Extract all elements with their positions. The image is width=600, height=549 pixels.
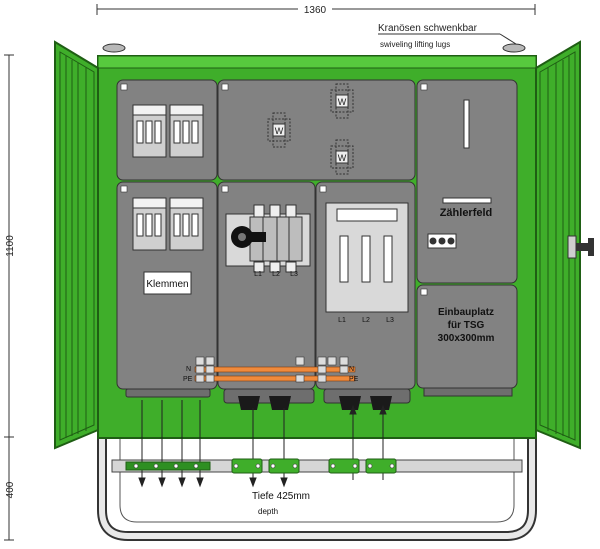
lifting-lugs-de: Kranösen schwenkbar — [378, 23, 478, 34]
lifting-lug-right — [502, 43, 526, 53]
cable-glands — [125, 388, 411, 410]
door-handle[interactable] — [567, 235, 594, 259]
meter-field — [427, 99, 492, 249]
w-mark-label: W — [275, 126, 284, 136]
height-label: 1100 — [5, 235, 16, 257]
busbars — [194, 356, 356, 383]
switch-phase-label: L2 — [272, 271, 280, 278]
busbar-n-label: N — [186, 366, 191, 373]
load-switch — [225, 204, 311, 273]
tsg-label-line3: 300x300mm — [438, 333, 495, 344]
width-dimension: 1360 — [96, 3, 536, 16]
terminals-label: Klemmen — [146, 279, 188, 290]
tsg-label-line2: für TSG — [448, 320, 485, 331]
meter-field-label: Zählerfeld — [440, 207, 493, 219]
base-rail — [125, 458, 397, 474]
terminals-label-box: Klemmen — [143, 271, 192, 295]
panel-tag — [221, 185, 229, 193]
height-dimension: 1100 400 — [4, 54, 16, 541]
depth-label-de: Tiefe 425mm — [252, 491, 310, 502]
panel-tag — [120, 185, 128, 193]
panel-tag — [120, 83, 128, 91]
tsg-label-line1: Einbauplatz — [438, 307, 494, 318]
panel-tag — [420, 288, 428, 296]
w-mark-label: W — [338, 153, 347, 163]
cabinet-top — [97, 55, 537, 69]
w-mark-label: W — [338, 97, 347, 107]
fuse-switch-group-bottom — [132, 197, 204, 251]
depth-label-en: depth — [258, 507, 278, 516]
fuse-phase-label: L2 — [362, 317, 370, 324]
panel-tag — [221, 83, 229, 91]
panel-tsg-foot — [423, 387, 513, 397]
busbar-n-label: N — [349, 366, 354, 373]
fuse-base — [325, 202, 409, 313]
fuse-phase-label: L3 — [386, 317, 394, 324]
fuse-switch-group-top — [132, 104, 204, 158]
panel-meter-field — [416, 79, 518, 284]
base-height-label: 400 — [5, 481, 16, 498]
width-label: 1360 — [304, 5, 327, 16]
lifting-lug-left — [102, 43, 126, 53]
busbar-pe-label: PE — [183, 376, 193, 383]
left-door[interactable] — [54, 40, 99, 450]
lifting-lugs-annotation: Kranösen schwenkbar swiveling lifting lu… — [378, 23, 517, 49]
switch-phase-label: L1 — [254, 271, 262, 278]
lifting-lugs-en: swiveling lifting lugs — [380, 40, 450, 49]
switch-phase-label: L3 — [290, 271, 298, 278]
fuse-phase-label: L1 — [338, 317, 346, 324]
base-frame — [97, 437, 537, 541]
busbar-pe-label: PE — [349, 376, 359, 383]
panel-top-middle — [217, 79, 416, 181]
panel-tag — [420, 83, 428, 91]
panel-tag — [319, 185, 327, 193]
